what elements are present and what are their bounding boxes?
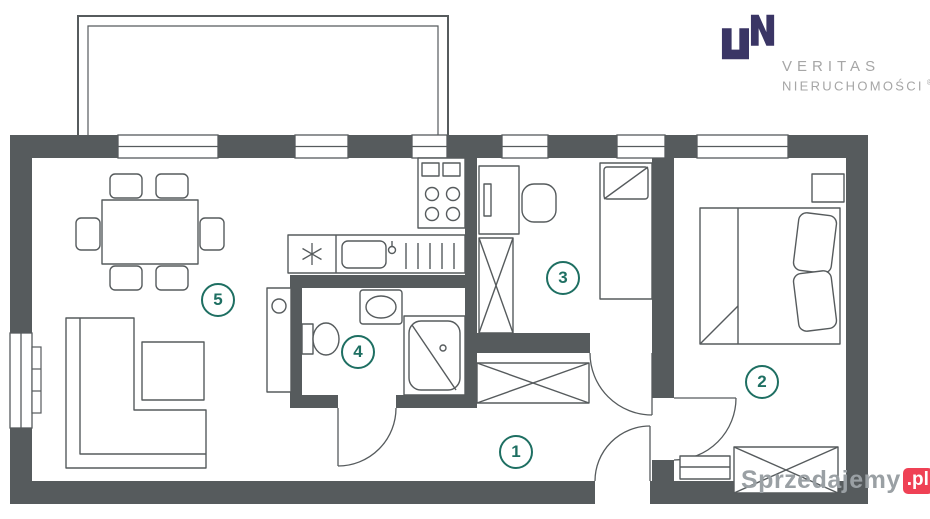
radiator: [31, 346, 42, 414]
brand-name-line2: NIERUCHOMOŚCI: [782, 78, 924, 94]
walls: [10, 135, 868, 504]
windows: [9, 134, 789, 429]
toilet: [301, 322, 340, 356]
room3-door: [589, 352, 653, 416]
room-label-5: 5: [201, 283, 235, 317]
balcony: [77, 15, 449, 135]
wardrobe-room3: [478, 237, 514, 334]
double-bed: [699, 207, 841, 345]
watermark-site-name: Sprzedajemy: [741, 466, 901, 494]
closet-room2: [733, 446, 839, 494]
watermark-tld-badge: .pl: [902, 467, 930, 494]
stove: [417, 157, 466, 229]
entrance-door: [594, 425, 651, 482]
kitchen: [287, 157, 466, 274]
closet-hall: [476, 362, 590, 404]
washbasin: [359, 289, 403, 325]
watermark: Sprzedajemy .pl: [741, 466, 930, 495]
fridge-snowflake-icon: [302, 243, 322, 265]
room2-door: [673, 397, 737, 461]
water-heater: [266, 287, 292, 393]
desk-area: [478, 165, 557, 235]
pillow: [792, 212, 838, 274]
shower: [403, 315, 466, 396]
registered-mark: ®: [927, 78, 930, 87]
coffee-table: [141, 341, 205, 401]
sofa: [65, 317, 207, 469]
single-bed: [599, 162, 653, 300]
kitchen-sink: [341, 240, 455, 269]
room-label-4: 4: [341, 335, 375, 369]
desk-chair: [521, 183, 557, 223]
brand-name-line1: VERITAS: [782, 58, 881, 75]
pillow: [792, 270, 838, 332]
room-label-3: 3: [546, 261, 580, 295]
dining-table: [101, 199, 199, 265]
room-label-2: 2: [745, 365, 779, 399]
bathroom-fixtures: [301, 289, 466, 396]
nightstand: [811, 173, 845, 203]
entry-bench: [679, 455, 731, 480]
room-label-1: 1: [499, 435, 533, 469]
veritas-logo-icon: [721, 14, 775, 60]
bathroom-door: [337, 407, 397, 467]
dining-set: [75, 173, 225, 291]
monitor: [483, 183, 492, 217]
